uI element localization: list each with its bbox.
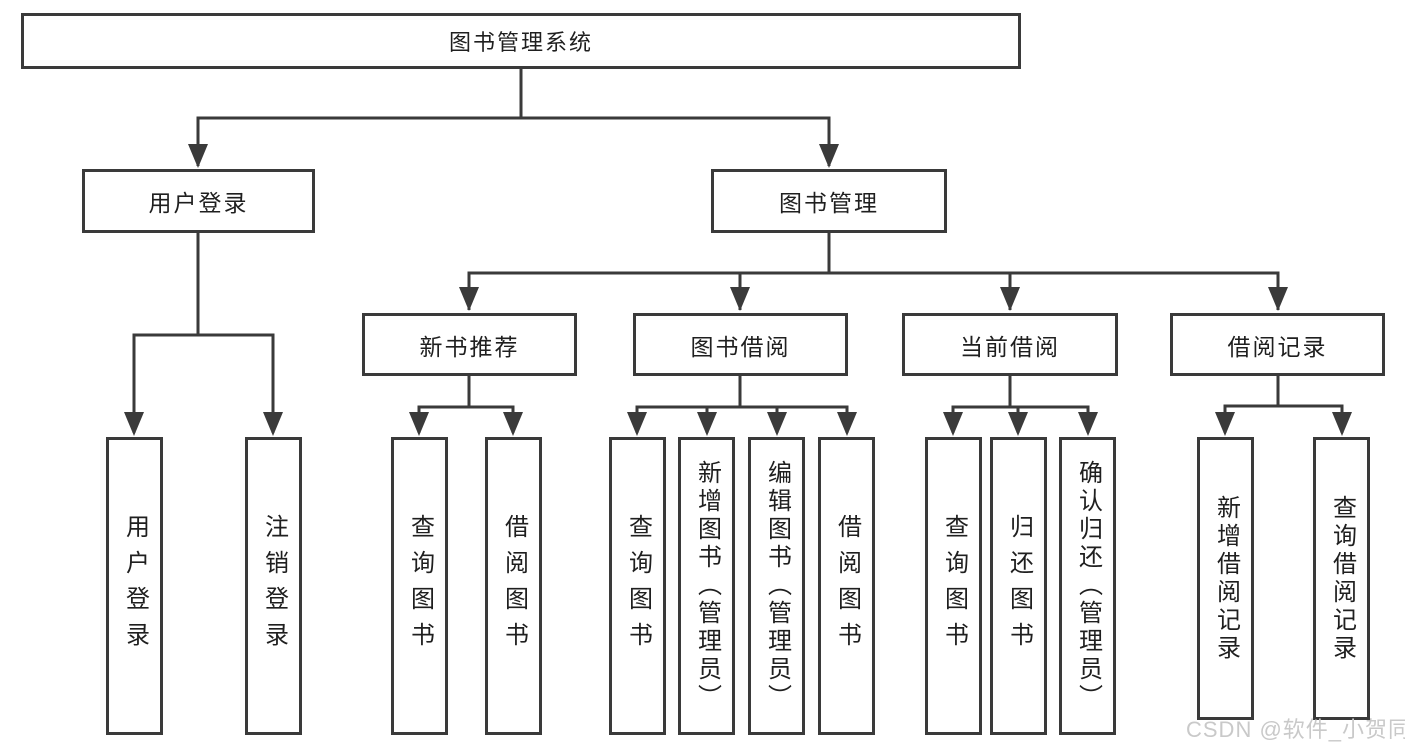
connector-root-split — [196, 116, 831, 166]
leaf-add-borrowing-record: 新增借阅记录 — [1197, 437, 1254, 720]
connector-newrec-split — [417, 375, 515, 433]
leaf-label: 确认归还（管理员） — [1074, 460, 1102, 712]
leaf-label: 新增借阅记录 — [1212, 494, 1240, 663]
leaf-logout: 注销登录 — [245, 437, 302, 735]
leaf-label: 新增图书（管理员） — [693, 460, 721, 712]
leaf-label: 查询图书 — [406, 514, 434, 658]
leaf-label: 查询图书 — [940, 514, 968, 658]
node-borrowing-records: 借阅记录 — [1170, 313, 1385, 376]
leaf-label: 查询借阅记录 — [1328, 494, 1356, 663]
node-label: 当前借阅 — [960, 333, 1060, 360]
leaf-edit-books-admin: 编辑图书（管理员） — [748, 437, 805, 735]
leaf-label: 注销登录 — [260, 514, 288, 658]
node-label: 新书推荐 — [419, 333, 520, 360]
node-label: 图书借阅 — [690, 333, 791, 360]
leaf-query-books-borrowing: 查询图书 — [609, 437, 666, 735]
leaf-borrow-books-borrowing: 借阅图书 — [818, 437, 875, 735]
node-user-login: 用户登录 — [82, 169, 315, 233]
leaf-query-borrowing-record: 查询借阅记录 — [1313, 437, 1370, 720]
leaf-label: 编辑图书（管理员） — [763, 460, 791, 712]
csdn-watermark: CSDN @软件_小贺同学 — [1186, 717, 1405, 742]
node-label: 图书管理系统 — [448, 30, 593, 55]
leaf-confirm-return-admin: 确认归还（管理员） — [1059, 437, 1116, 735]
node-new-book-recommendation: 新书推荐 — [362, 313, 577, 376]
arrowheads — [124, 144, 1352, 436]
leaf-label: 借阅图书 — [500, 514, 528, 658]
node-label: 图书管理 — [779, 190, 879, 216]
connector-borrow-split — [635, 375, 849, 433]
leaf-user-login: 用户登录 — [106, 437, 163, 735]
node-label: 借阅记录 — [1227, 333, 1328, 360]
leaf-query-books-recommendation: 查询图书 — [391, 437, 448, 735]
connector-userlogin-split — [132, 333, 275, 433]
node-library-system: 图书管理系统 — [21, 13, 1021, 69]
leaf-label: 借阅图书 — [833, 514, 861, 658]
node-current-borrowing: 当前借阅 — [902, 313, 1118, 376]
leaf-label: 查询图书 — [624, 514, 652, 658]
connector-bookmgmt-split — [467, 271, 1280, 310]
node-book-management: 图书管理 — [711, 169, 947, 233]
connector-records-split — [1223, 375, 1344, 433]
node-book-borrowing: 图书借阅 — [633, 313, 848, 376]
node-label: 用户登录 — [148, 190, 249, 216]
leaf-add-books-admin: 新增图书（管理员） — [678, 437, 735, 735]
leaf-borrow-books-recommendation: 借阅图书 — [485, 437, 542, 735]
leaf-query-books-current: 查询图书 — [925, 437, 982, 735]
leaf-label: 用户登录 — [121, 514, 149, 658]
leaf-return-books: 归还图书 — [990, 437, 1047, 735]
leaf-label: 归还图书 — [1005, 514, 1033, 658]
